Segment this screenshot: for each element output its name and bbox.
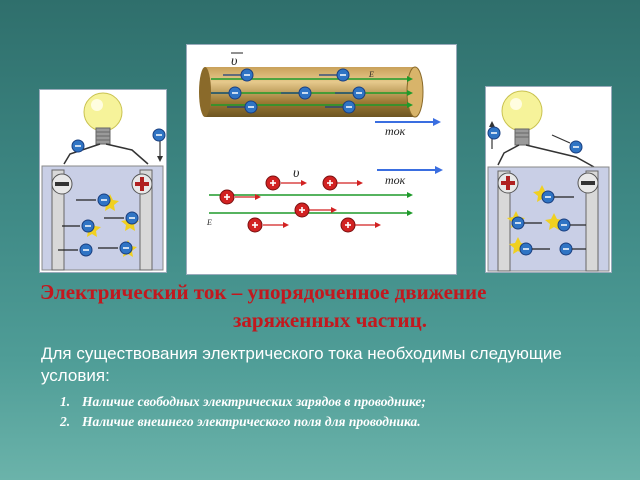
bottom-current-label: ток — [385, 173, 406, 187]
list-item-text: Наличие свободных электрических зарядов … — [82, 394, 426, 409]
conductor-svg: υ E ток υ ток E — [199, 52, 443, 233]
bottom-velocity-label: υ — [293, 166, 299, 181]
intro-text: Для существования электрического тока не… — [41, 344, 562, 385]
conductor-diagram: υ E ток υ ток E — [186, 44, 457, 275]
list-item-text: Наличие внешнего электрического поля для… — [82, 414, 421, 429]
list-item-number: 1. — [60, 394, 71, 409]
top-velocity-label: υ — [231, 54, 237, 69]
slide-title: Электрический ток – упорядоченное движен… — [40, 278, 600, 334]
list-item-number: 2. — [60, 414, 71, 429]
top-current-label: ток — [385, 124, 406, 138]
right-circuit-illustration — [485, 86, 612, 273]
left-circuit-illustration — [39, 89, 167, 273]
title-line-1: Электрический ток – упорядоченное движен… — [40, 280, 487, 304]
conditions-list: 1. Наличие свободных электрических зарядо… — [60, 392, 620, 432]
bottom-field-label: E — [206, 218, 212, 227]
list-item: 1. Наличие свободных электрических зарядо… — [60, 392, 620, 412]
list-item: 2. Наличие внешнего электрического поля д… — [60, 412, 620, 432]
title-line-2: заряженных частиц. — [232, 308, 428, 332]
top-field-label: E — [368, 70, 374, 79]
